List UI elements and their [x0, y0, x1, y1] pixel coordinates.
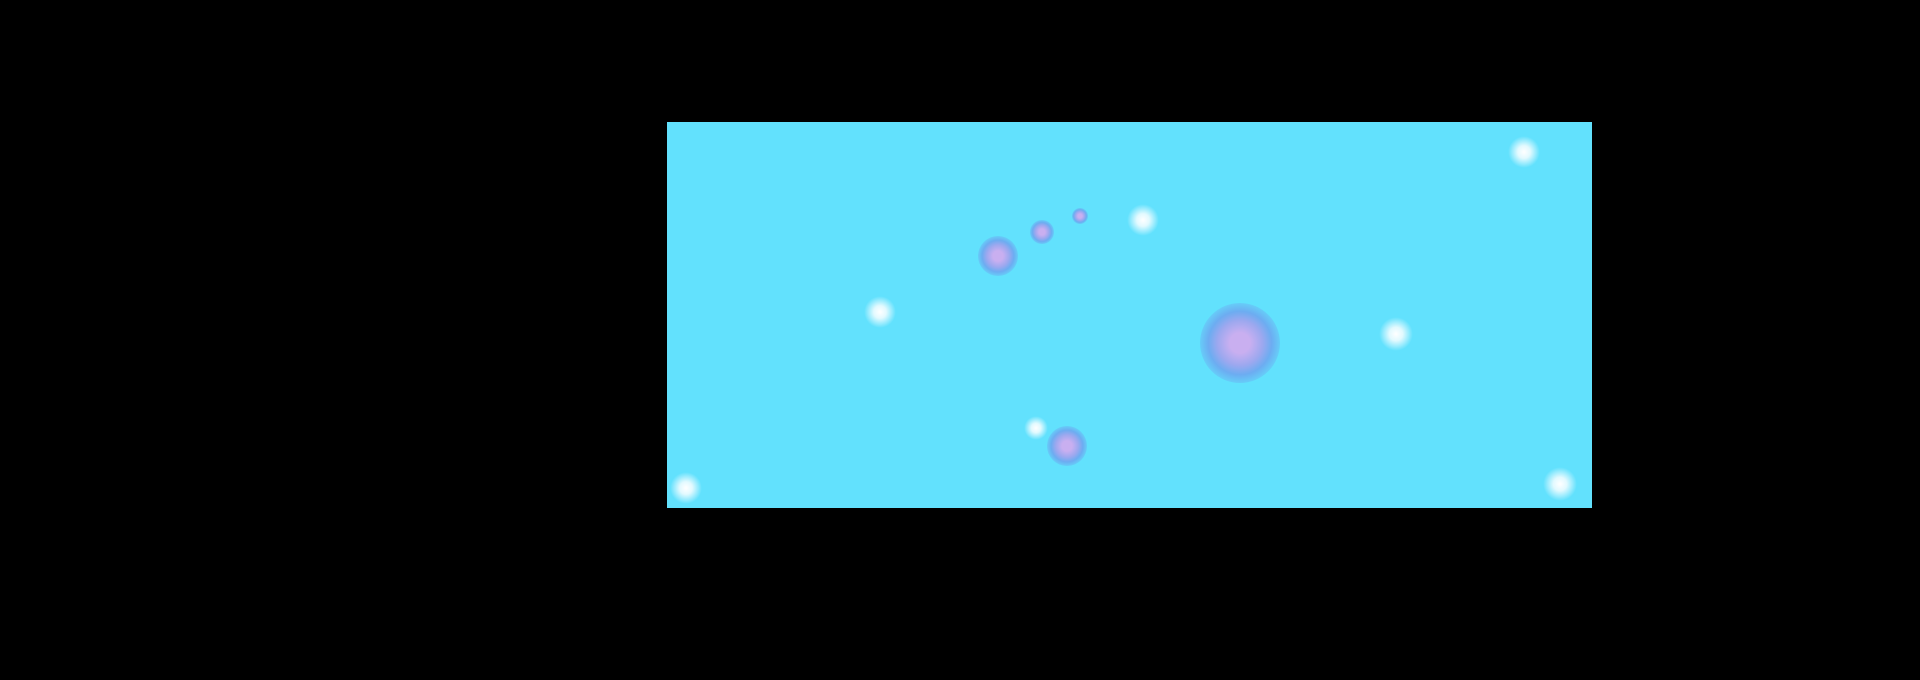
cell-purple [978, 236, 1018, 276]
cell-purple [1200, 303, 1280, 383]
glow-white [1508, 136, 1540, 168]
glow-white [670, 472, 702, 504]
cell-purple [1047, 426, 1087, 466]
game-canvas[interactable] [667, 122, 1592, 508]
glow-white [1024, 416, 1048, 440]
glow-white [1543, 467, 1577, 501]
glow-white [864, 296, 896, 328]
glow-white [1379, 317, 1413, 351]
cell-purple [1030, 220, 1054, 244]
glow-white [1127, 204, 1159, 236]
cell-purple [1072, 208, 1088, 224]
